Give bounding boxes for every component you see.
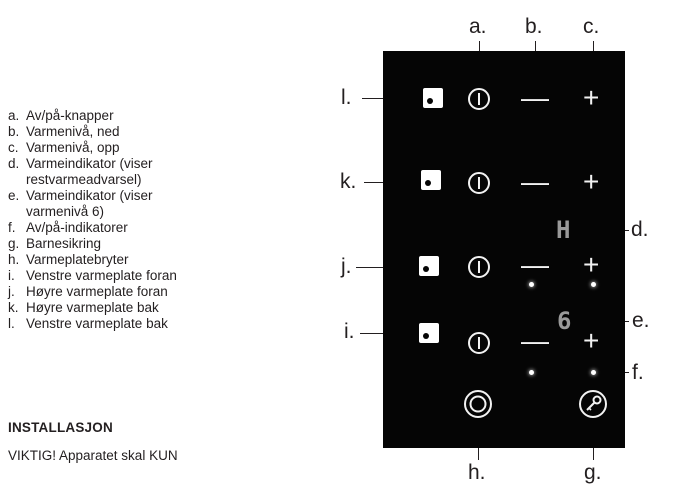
control-panel: — + — + H — + 6 — + bbox=[383, 51, 625, 448]
callout-c: c. bbox=[583, 15, 600, 38]
power-icon[interactable] bbox=[467, 255, 491, 279]
cooking-zone-indicator-rear-left bbox=[423, 88, 443, 108]
legend-letter: b. bbox=[8, 124, 20, 139]
power-icon[interactable] bbox=[467, 87, 491, 111]
plus-button[interactable]: + bbox=[583, 249, 600, 280]
legend-list: a. Av/på-knapper b. Varmenivå, ned c. Varme… bbox=[8, 108, 268, 332]
legend-letter: i. bbox=[8, 268, 15, 283]
legend-text: Venstre varmeplate foran bbox=[26, 268, 177, 283]
legend-letter: e. bbox=[8, 188, 20, 203]
minus-button[interactable]: — bbox=[521, 166, 549, 197]
callout-h: h. bbox=[468, 461, 486, 484]
legend-text: Varmenivå, ned bbox=[26, 124, 120, 139]
legend-item-h: h. Varmeplatebryter bbox=[8, 252, 268, 268]
callout-k: k. bbox=[340, 170, 357, 193]
legend-text: Av/på-indikatorer bbox=[26, 220, 128, 235]
cooking-zone-indicator-front-left bbox=[419, 323, 439, 343]
legend-letter: h. bbox=[8, 252, 20, 267]
callout-b: b. bbox=[525, 15, 543, 38]
legend-item-j: j. Høyre varmeplate foran bbox=[8, 284, 268, 300]
residual-heat-display: H bbox=[556, 216, 571, 244]
section-heading: INSTALLASJON bbox=[8, 420, 113, 435]
callout-f: f. bbox=[632, 361, 644, 384]
legend-letter: j. bbox=[8, 284, 15, 299]
legend-item-d: d. Varmeindikator (viser restvarmeadvarse… bbox=[8, 156, 196, 188]
legend-item-e: e. Varmeindikator (viser varmenivå 6) bbox=[8, 188, 216, 220]
cooking-zone-indicator-front-right bbox=[419, 256, 439, 276]
plus-button[interactable]: + bbox=[583, 325, 600, 356]
callout-j: j. bbox=[341, 255, 352, 278]
legend-letter: k. bbox=[8, 300, 19, 315]
minus-button[interactable]: — bbox=[521, 82, 549, 113]
legend-text: Barnesikring bbox=[26, 236, 102, 251]
child-lock-key-icon[interactable] bbox=[578, 389, 608, 419]
warning-text: VIKTIG! Apparatet skal KUN bbox=[8, 448, 178, 463]
minus-button[interactable]: — bbox=[521, 325, 549, 356]
minus-button[interactable]: — bbox=[521, 249, 549, 280]
legend-text: Varmeindikator (viser varmenivå 6) bbox=[26, 188, 153, 219]
legend-item-f: f. Av/på-indikatorer bbox=[8, 220, 268, 236]
legend-text: Varmeplatebryter bbox=[26, 252, 129, 267]
callout-l: l. bbox=[341, 86, 352, 109]
on-off-indicator-light bbox=[529, 370, 534, 375]
legend-text: Av/på-knapper bbox=[26, 108, 114, 123]
legend-item-i: i. Venstre varmeplate foran bbox=[8, 268, 268, 284]
legend-letter: l. bbox=[8, 316, 15, 331]
legend-item-c: c. Varmenivå, opp bbox=[8, 140, 268, 156]
callout-a: a. bbox=[469, 15, 487, 38]
legend-item-l: l. Venstre varmeplate bak bbox=[8, 316, 268, 332]
legend-text: Varmeindikator (viser restvarmeadvarsel) bbox=[26, 156, 153, 187]
callout-i: i. bbox=[344, 320, 355, 343]
heat-level-display: 6 bbox=[557, 307, 572, 335]
legend-text: Varmenivå, opp bbox=[26, 140, 120, 155]
legend-text: Høyre varmeplate foran bbox=[26, 284, 168, 299]
legend-letter: a. bbox=[8, 108, 20, 123]
callout-e: e. bbox=[632, 309, 650, 332]
legend-item-k: k. Høyre varmeplate bak bbox=[8, 300, 268, 316]
plus-button[interactable]: + bbox=[583, 166, 600, 197]
legend-item-a: a. Av/på-knapper bbox=[8, 108, 268, 124]
legend-text: Høyre varmeplate bak bbox=[26, 300, 159, 315]
callout-d: d. bbox=[631, 218, 649, 241]
legend-letter: c. bbox=[8, 140, 19, 155]
callout-g: g. bbox=[584, 461, 602, 484]
legend-text: Venstre varmeplate bak bbox=[26, 316, 168, 331]
legend-item-b: b. Varmenivå, ned bbox=[8, 124, 268, 140]
legend-letter: f. bbox=[8, 220, 16, 235]
on-off-indicator-light bbox=[529, 282, 534, 287]
on-off-indicator-light bbox=[591, 282, 596, 287]
plus-button[interactable]: + bbox=[583, 82, 600, 113]
hob-switch-icon[interactable] bbox=[463, 389, 493, 419]
power-icon[interactable] bbox=[467, 331, 491, 355]
power-icon[interactable] bbox=[467, 171, 491, 195]
legend-letter: d. bbox=[8, 156, 20, 171]
legend-letter: g. bbox=[8, 236, 20, 251]
legend-item-g: g. Barnesikring bbox=[8, 236, 268, 252]
cooking-zone-indicator-rear-right bbox=[421, 170, 441, 190]
on-off-indicator-light bbox=[591, 370, 596, 375]
